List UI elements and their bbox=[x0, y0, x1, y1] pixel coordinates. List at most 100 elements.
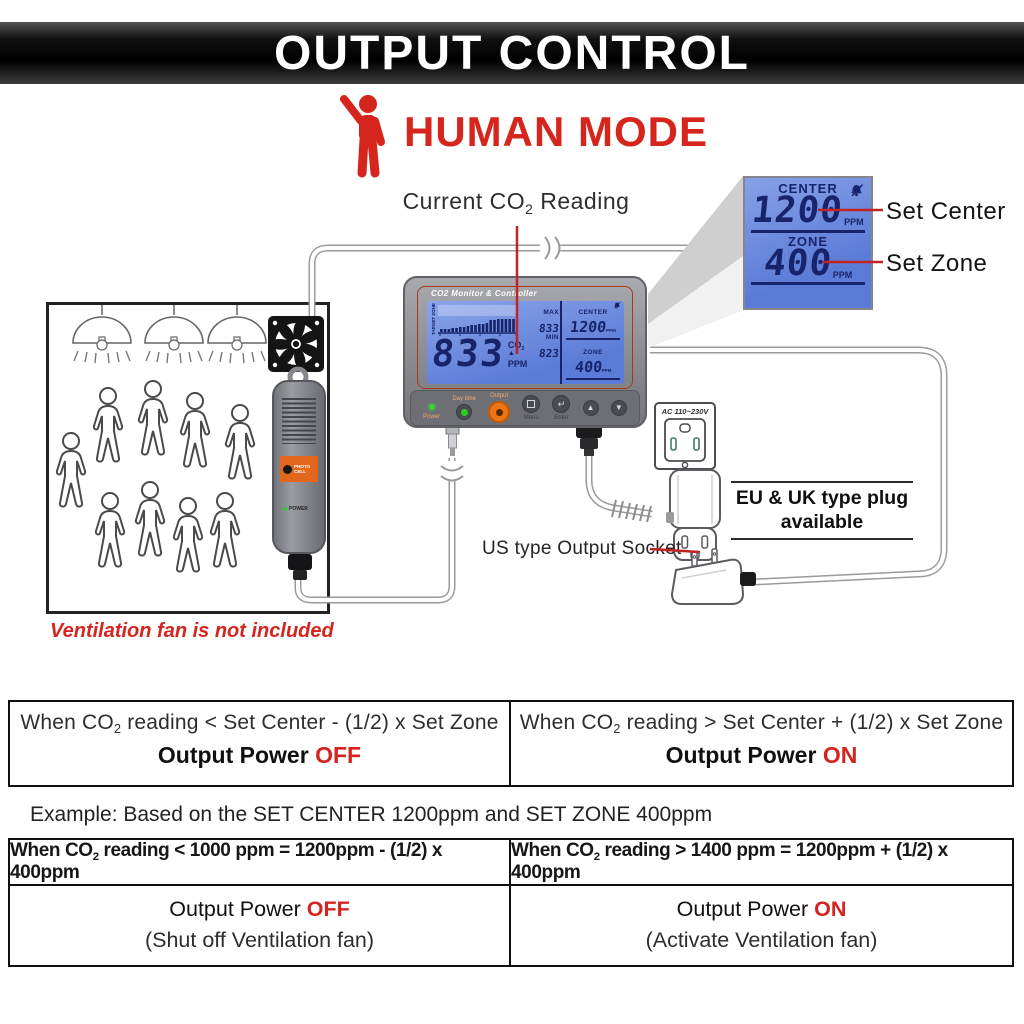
ppm-unit-label: PPM bbox=[507, 359, 528, 370]
cond-text: When CO bbox=[519, 711, 614, 734]
cond-text: reading > 1400 ppm = 1200ppm + (1/2) x 4… bbox=[511, 840, 948, 883]
output-button bbox=[488, 401, 511, 423]
human-mode-label: HUMAN MODE bbox=[404, 108, 708, 155]
photocell-sensor-icon bbox=[283, 464, 292, 474]
device-brand-label: CO2 Monitor & Controller bbox=[431, 289, 538, 298]
rule-table: When CO2 reading < Set Center - (1/2) x … bbox=[8, 700, 1014, 787]
down-control: ▼ bbox=[610, 400, 627, 416]
center-label: CENTER bbox=[578, 309, 608, 316]
up-arrow-icon: ▲ bbox=[586, 403, 595, 412]
example-table: When CO2 reading < 1000 ppm = 1200ppm - … bbox=[8, 838, 1014, 967]
target-zone-label: TARGET ZONE bbox=[431, 303, 436, 335]
current-reading-post: Reading bbox=[533, 188, 630, 214]
menu-label: Menu bbox=[523, 415, 539, 421]
power-label: Output Power bbox=[169, 897, 301, 921]
up-control: ▲ bbox=[582, 400, 599, 416]
menu-control: Menu bbox=[522, 395, 541, 421]
lcd-bezel: CO2 Monitor & Controller TARGET ZONE bbox=[417, 286, 633, 389]
current-reading-label: Current CO2 Reading bbox=[396, 188, 636, 217]
action-text: (Shut off Ventilation fan) bbox=[144, 928, 375, 953]
center-unit: PPM bbox=[606, 328, 616, 333]
co2-monitor-device: CO2 Monitor & Controller TARGET ZONE bbox=[403, 276, 647, 428]
cord-sleeve bbox=[740, 572, 756, 586]
zoom-center-unit: PPM bbox=[844, 216, 864, 227]
lcd-graph: TARGET ZONE bbox=[431, 303, 518, 336]
eu-plug-note: EU & UK type plug available bbox=[731, 481, 913, 540]
human-mode-header: HUMAN MODE bbox=[338, 94, 708, 178]
power-label: Output Power bbox=[665, 742, 817, 768]
down-arrow-icon: ▼ bbox=[614, 403, 623, 412]
day-time-label: Day time bbox=[452, 396, 476, 402]
photocell-label-plate: PHOTO CELL bbox=[280, 456, 318, 482]
output-control: Output bbox=[488, 393, 511, 423]
zoom-beam-face bbox=[648, 256, 743, 348]
example-cell-on: When CO2 reading > 1400 ppm = 1200ppm + … bbox=[511, 840, 1012, 965]
enter-label: Enter bbox=[554, 415, 569, 421]
us-plug bbox=[670, 548, 745, 605]
set-zone-label: Set Zone bbox=[886, 250, 988, 277]
rule-cell-off: When CO2 reading < Set Center - (1/2) x … bbox=[10, 702, 511, 785]
zoom-zone-label: ZONE bbox=[787, 233, 829, 249]
cond-text: reading < Set Center - (1/2) x Set Zone bbox=[121, 711, 499, 734]
alarm-off-icon bbox=[851, 184, 863, 197]
menu-icon bbox=[527, 400, 536, 408]
rule-cell-on: When CO2 reading > Set Center + (1/2) x … bbox=[511, 702, 1012, 785]
photocell-gland bbox=[288, 554, 312, 570]
photocell-device: PHOTO CELL POWER bbox=[272, 380, 326, 580]
corrugated-cable bbox=[611, 499, 652, 523]
page-title: OUTPUT CONTROL bbox=[274, 26, 750, 80]
vent-slots bbox=[282, 398, 316, 444]
enter-button: ↵ bbox=[552, 395, 571, 413]
power-label: Output Power bbox=[676, 897, 809, 921]
day-time-button bbox=[456, 404, 473, 420]
cond-text: reading > Set Center + (1/2) x Set Zone bbox=[620, 711, 1004, 734]
up-button: ▲ bbox=[582, 400, 599, 416]
current-reading-pre: Current CO bbox=[402, 188, 526, 214]
cond-text: When CO bbox=[10, 840, 93, 861]
cond-sub: 2 bbox=[92, 850, 99, 863]
lcd-setpoint-column: CENTER 1200PPM ZONE 400PPM CENTER bbox=[560, 301, 624, 384]
day-time-control: Day time bbox=[452, 396, 476, 420]
power-state-on: ON bbox=[814, 897, 847, 921]
cond-text: reading < 1000 ppm = 1200ppm - (1/2) x 4… bbox=[10, 840, 443, 883]
power-led bbox=[283, 507, 287, 511]
button-panel: Power Day time Output Menu ↵ Enter ▲ ▼ bbox=[410, 390, 640, 426]
power-led bbox=[428, 403, 435, 410]
co2-label: CO bbox=[507, 340, 522, 351]
power-label: Output Power bbox=[157, 742, 309, 768]
cable-break-icon bbox=[440, 236, 561, 482]
set-center-label: Set Center bbox=[886, 198, 1006, 225]
trend-up-icon: ▲ bbox=[507, 350, 515, 358]
zone-unit: PPM bbox=[601, 368, 612, 373]
wall-outlet: AC 110~230V bbox=[654, 402, 716, 470]
outlet-voltage-label: AC 110~230V bbox=[661, 407, 710, 416]
power-state-off: OFF bbox=[315, 742, 362, 768]
example-cell-off: When CO2 reading < 1000 ppm = 1200ppm - … bbox=[10, 840, 511, 965]
cond-sub: 2 bbox=[613, 722, 621, 737]
lcd-main-reading: 833 CO2 ▲ PPM bbox=[430, 332, 528, 375]
action-text: (Activate Ventilation fan) bbox=[645, 928, 878, 953]
power-indicator: Power bbox=[423, 397, 440, 420]
title-banner: OUTPUT CONTROL bbox=[0, 22, 1024, 84]
lcd-max-readout: MAX 833 bbox=[523, 301, 559, 337]
enter-icon: ↵ bbox=[557, 398, 566, 409]
co2-sub: 2 bbox=[521, 346, 525, 353]
menu-button bbox=[522, 395, 541, 413]
min-label: MIN bbox=[545, 334, 559, 341]
fan-disclaimer: Ventilation fan is not included bbox=[50, 620, 334, 642]
enter-control: ↵ Enter bbox=[552, 395, 571, 421]
cable-highlight bbox=[296, 246, 946, 602]
sensor-probe bbox=[445, 425, 460, 456]
photocell-label: PHOTO CELL bbox=[294, 463, 311, 475]
cond-text: When CO bbox=[20, 711, 114, 734]
human-figure-icon bbox=[340, 95, 385, 178]
power-state-off: OFF bbox=[306, 897, 350, 921]
alarm-off-icon bbox=[614, 302, 621, 309]
down-button: ▼ bbox=[610, 400, 627, 416]
lcd-min-readout: MIN 823 bbox=[523, 326, 559, 362]
cond-text: When CO bbox=[511, 840, 594, 861]
max-label: MAX bbox=[543, 309, 559, 316]
zoom-zone-unit: PPM bbox=[832, 269, 853, 280]
